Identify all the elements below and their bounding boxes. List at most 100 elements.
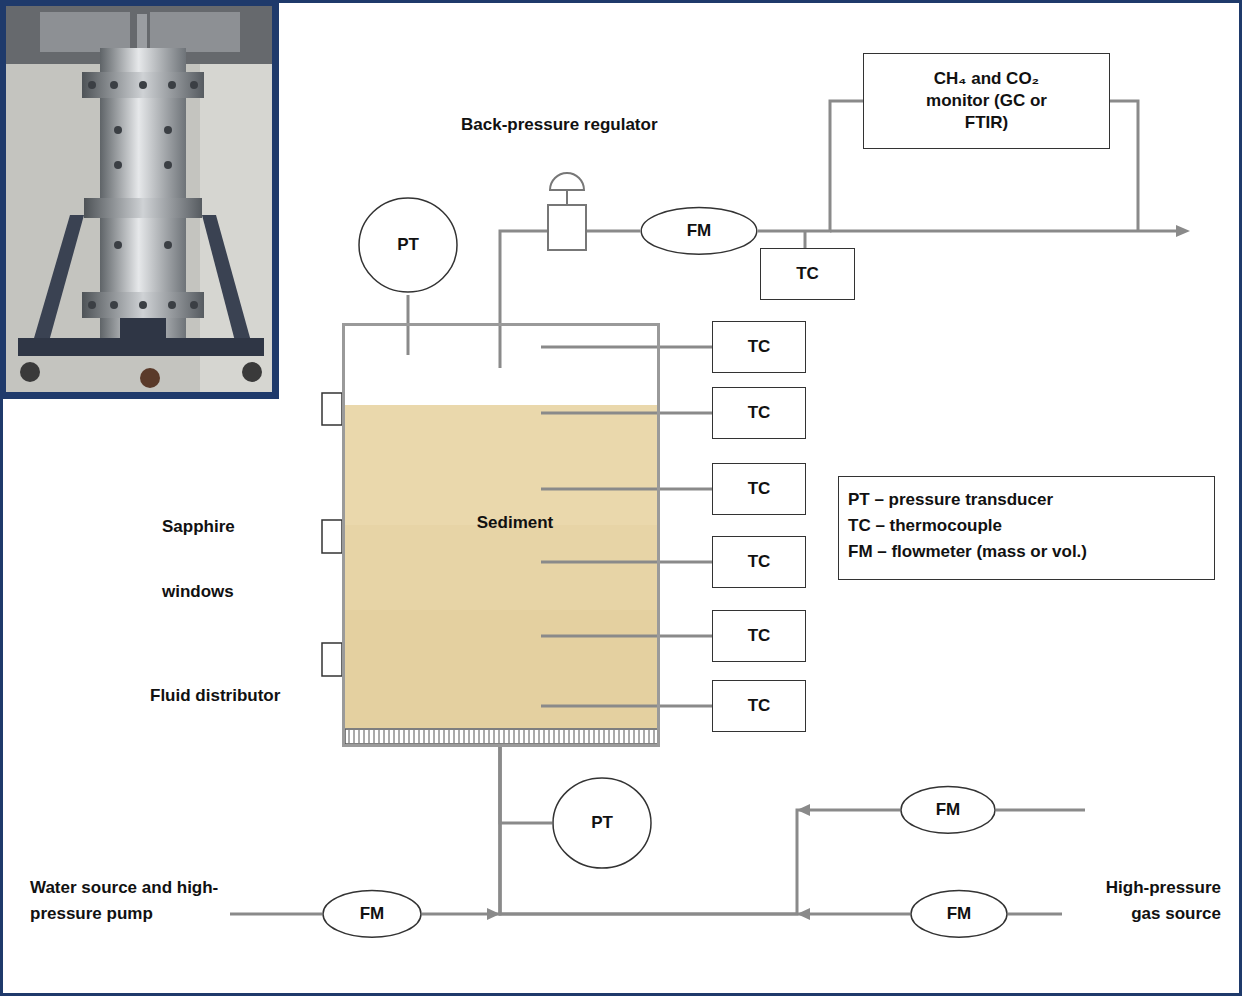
node-text: TC [748,478,771,500]
reactor-photo [82,292,204,318]
sapphire-window [322,393,342,425]
flowmeter: FM [900,785,996,835]
fluid-distributor [345,729,658,744]
flowmeter: FM [910,889,1008,939]
reactor-photo [84,198,202,218]
thermocouple-box: TC [712,321,806,373]
part-label: Back-pressure regulator [461,114,701,136]
pipe-line [500,747,910,914]
arrow-head [487,908,500,920]
reactor-photo [114,241,122,249]
back-pressure-regulator [550,173,584,190]
reactor-photo [32,215,84,345]
reactor-photo [88,81,198,309]
node-text: TC [748,625,771,647]
reactor-photo [6,6,272,392]
legend-box: PT – pressure transducer TC – thermocoupl… [838,476,1215,580]
sediment-fill [345,610,658,728]
node-text: FM [360,903,385,925]
pipe-connector [541,489,712,490]
pipe-line [500,747,900,914]
pipe-connector [500,747,910,920]
pipe-line [541,488,712,491]
reactor-photo [18,338,264,356]
pipe-line [1110,101,1138,231]
node-text: PT [397,234,419,256]
reactor-photo [20,362,40,382]
ellipse-outline [901,787,995,834]
reactor-photo [150,12,240,52]
pipe-connector [500,747,900,914]
sediment-fill [345,405,658,728]
back-pressure-regulator [548,205,586,250]
pipe-line [500,747,552,823]
pipe-connector [422,747,500,920]
node-text: CH₄ and CO₂ monitor (GC or FTIR) [922,68,1052,133]
part-label: Fluid distributor [150,685,350,707]
reactor-photo [110,81,118,89]
pipe-line [541,346,712,349]
pipe-connector [541,636,712,637]
pipe-line [830,230,1178,233]
sediment-fill [345,405,658,525]
thermocouple-box: TC [712,536,806,588]
reactor-photo [40,12,130,52]
node-text: FM [687,220,712,242]
source-label: Water source and high-pressure pump [30,875,280,927]
node-text: TC [748,695,771,717]
reactor-photo [0,0,279,399]
reactor-photo [168,301,176,309]
thermocouple-box: TC [760,248,855,300]
reactor-photo [242,362,262,382]
thermocouple-box: TC [712,610,806,662]
pipe-line [804,231,807,248]
legend-entry: FM – flowmeter (mass or vol.) [848,539,1214,565]
node-text: Sediment [477,512,554,534]
reactor-photo [114,161,122,169]
pipe-connector [541,347,712,348]
back-pressure-regulator [548,173,586,250]
pipe-line [541,561,712,564]
analyzer-box: CH₄ and CO₂ monitor (GC or FTIR) [863,53,1110,149]
sapphire-window [322,643,342,676]
pipe-connector [541,706,712,707]
pipe-line [422,747,500,914]
reactor-photo [82,72,204,98]
pressure-transducer: PT [552,775,652,871]
pipe-line [758,101,863,231]
legend-entry: TC – thermocouple [848,513,1214,539]
node-text: TC [796,263,819,285]
ellipse-outline [323,891,421,938]
reactor-photo [120,318,166,340]
reactor-photo [114,126,122,134]
reactor-photo [164,126,172,134]
pipe-connector [541,413,712,414]
reactor-photo [140,368,160,388]
arrow-head [797,908,810,920]
sapphire-window [322,393,342,676]
thermocouple-box: TC [712,463,806,515]
pipe-connector [500,747,552,823]
pipe-line [996,809,1085,812]
legend-text: TC – thermocouple [848,516,1002,535]
node-text: PT [591,812,613,834]
pipe-line [541,705,712,708]
fluid-distributor [349,730,654,743]
ellipse-outline [553,778,651,868]
reactor-photo [190,81,198,89]
part-label: Sapphire windows [162,494,262,624]
reactor-photo [88,81,96,89]
pipe-connector [541,562,712,563]
reactor-vessel: Sediment [342,323,660,747]
reactor-photo [0,0,279,399]
reactor-photo [202,215,252,345]
reactor-photo [168,81,176,89]
part-label: Sapphire windows [162,494,262,624]
node-text: FM [947,903,972,925]
node-text: FM [936,799,961,821]
legend-text: PT – pressure transducer [848,490,1053,509]
reactor-photo [164,161,172,169]
reactor-photo [110,301,118,309]
